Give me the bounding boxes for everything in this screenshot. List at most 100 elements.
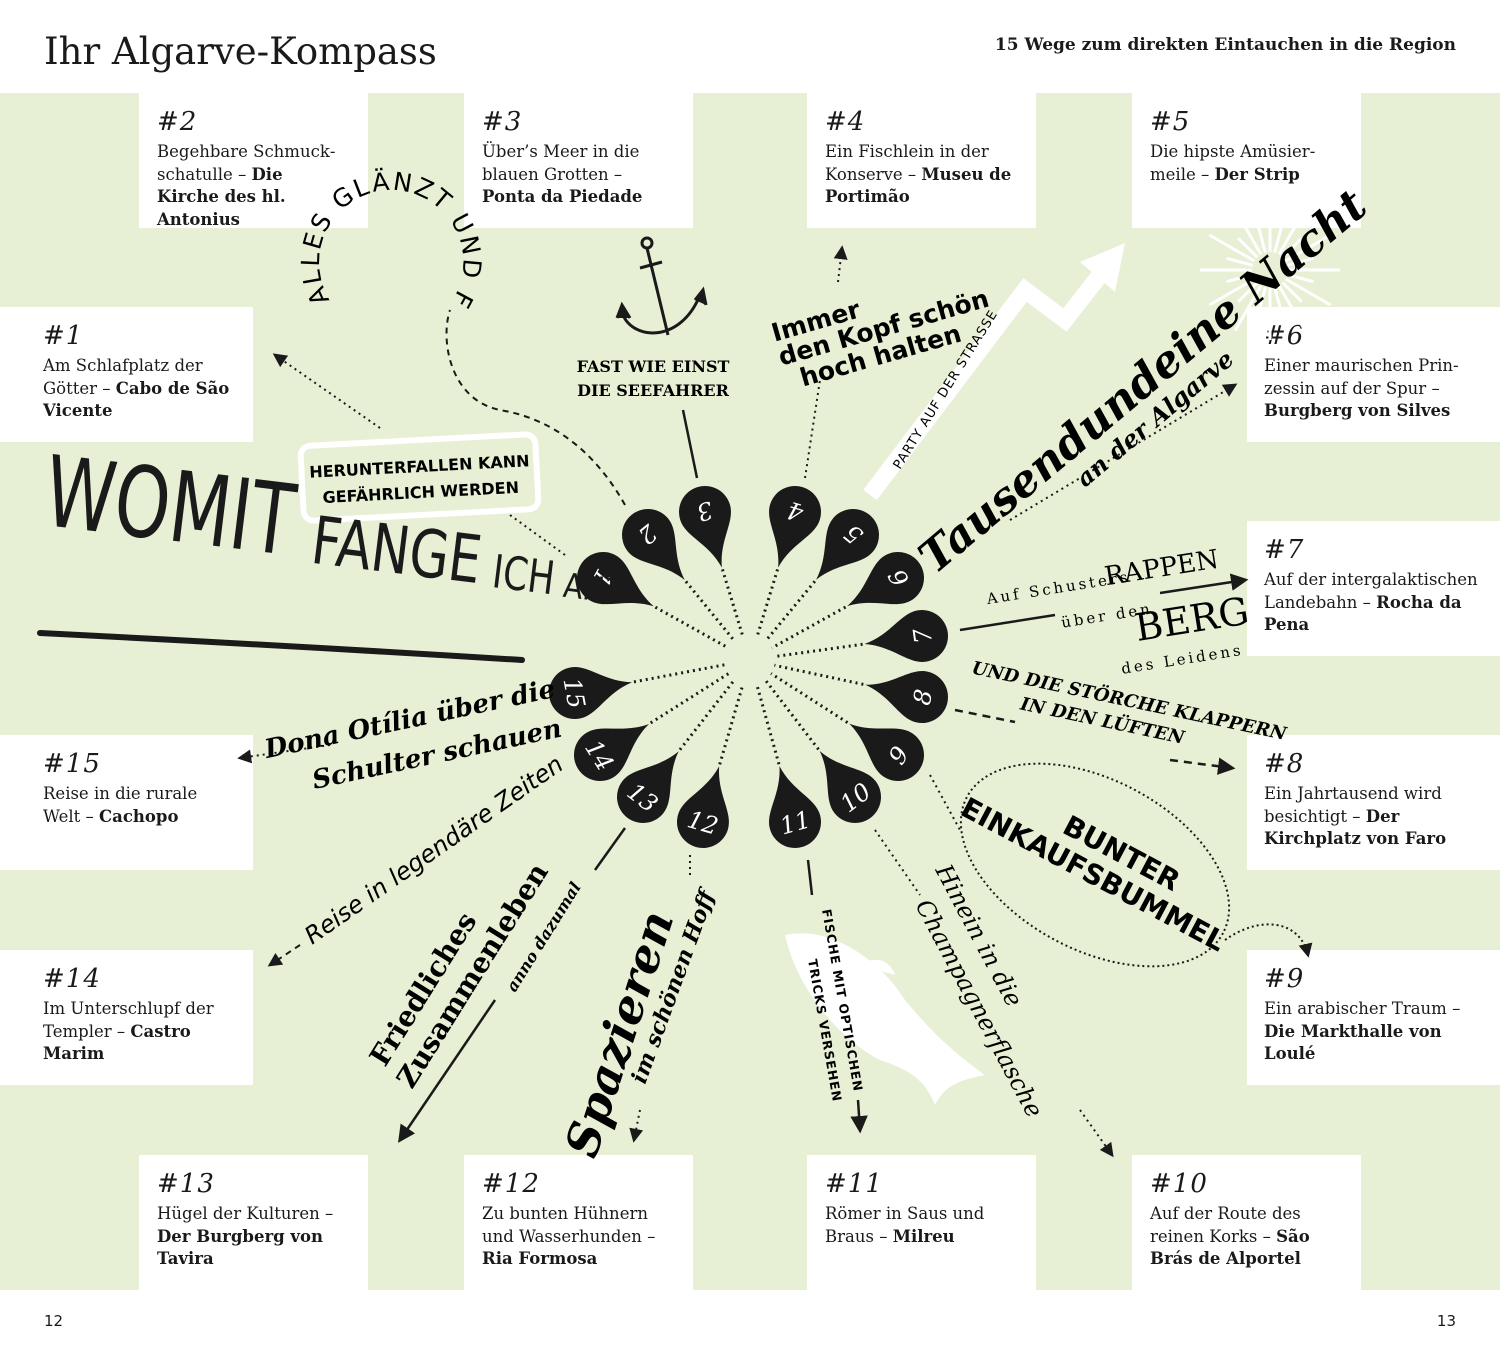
pin-drop-shape bbox=[549, 667, 632, 719]
pin-drop-shape bbox=[864, 610, 948, 662]
pin-12: 12 bbox=[677, 683, 745, 848]
entry-text: Im Unterschlupf der Templer – Castro Mar… bbox=[43, 998, 235, 1066]
pin-dotted-line bbox=[764, 678, 820, 751]
svg-text:ICH: ICH bbox=[490, 544, 558, 605]
entry-text: Auf der Route des reinen Korks – São Brá… bbox=[1150, 1203, 1343, 1271]
pin-13: 13 bbox=[617, 678, 736, 823]
entry-place: São Brás de Alportel bbox=[1150, 1226, 1310, 1269]
entry-description: Ein Jahrtausend wird besichtigt – bbox=[1264, 784, 1442, 826]
line-peace bbox=[593, 827, 627, 871]
entry-place: Die Kirche des hl. Antonius bbox=[157, 164, 286, 229]
entry-number: #8 bbox=[1264, 749, 1305, 779]
pin-11: 11 bbox=[755, 683, 821, 848]
night-label: Tausendundeine Nacht bbox=[909, 180, 1376, 584]
svg-text:WOMIT: WOMIT bbox=[39, 436, 302, 579]
entry-text: Ein arabischer Traum – Die Markthalle vo… bbox=[1264, 998, 1482, 1066]
entry-text: Am Schlafplatz der Götter – Cabo de São … bbox=[43, 355, 235, 423]
pin-number: 4 bbox=[784, 495, 808, 527]
pin-drop-shape bbox=[849, 723, 924, 781]
pin-drop-shape bbox=[816, 509, 879, 580]
entry-number: #3 bbox=[482, 107, 523, 137]
page-number-left: 12 bbox=[44, 1312, 64, 1330]
arrow-to-14 bbox=[267, 944, 301, 967]
entry-description: Die hipste Amüsier­meile – bbox=[1150, 142, 1316, 184]
entry-place: Ponta da Piedade bbox=[482, 187, 643, 206]
entry-number: #11 bbox=[825, 1169, 883, 1199]
shopping-label: BUNTER EINKAUFSBUMMEL bbox=[956, 791, 1231, 958]
arrow-to-8 bbox=[1169, 757, 1236, 775]
entry-number: #4 bbox=[825, 107, 866, 137]
entry-text: Zu bunten Hühnern und Wasserhunden – Ria… bbox=[482, 1203, 675, 1271]
arrow-to-11 bbox=[850, 1099, 868, 1134]
connector-lines bbox=[37, 245, 1313, 1158]
pin-drop-shape bbox=[769, 766, 821, 848]
pin-drop-shape bbox=[622, 509, 685, 580]
pin-dotted-line bbox=[755, 568, 779, 637]
pin-1: 1 bbox=[577, 552, 729, 650]
shopping-ellipse bbox=[959, 762, 1231, 968]
pin-2: 2 bbox=[622, 509, 736, 642]
sailors-label-2: DIE SEEFAHRER bbox=[577, 381, 730, 400]
pin-drop-shape bbox=[677, 766, 729, 848]
line-head bbox=[804, 379, 821, 479]
entry-text: Auf der intergalak­tischen Landebahn – R… bbox=[1264, 569, 1482, 637]
entry-number: #10 bbox=[1150, 1169, 1208, 1199]
entry-place: Der Strip bbox=[1214, 164, 1300, 184]
pin-dotted-line bbox=[755, 683, 781, 765]
entry-description: Auf der Route des reinen Korks – bbox=[1150, 1204, 1301, 1246]
pin-8: 8 bbox=[774, 663, 948, 723]
entry-place: Rocha da Pena bbox=[1264, 592, 1462, 635]
pin-drop-shape bbox=[865, 671, 948, 723]
pin-dotted-line bbox=[764, 580, 817, 642]
entry-place: Castro Marim bbox=[43, 1021, 191, 1064]
entry-description: Über’s Meer in die blauen Grotten – bbox=[482, 142, 640, 184]
line-fish bbox=[806, 859, 814, 896]
pin-dotted-line bbox=[770, 672, 849, 724]
line-shoes-left bbox=[959, 613, 1056, 632]
entry-description: Auf der intergalak­tischen Landebahn – bbox=[1264, 570, 1478, 612]
pin-number: 8 bbox=[908, 687, 939, 708]
pin-3: 3 bbox=[679, 486, 745, 637]
arrow-to-7 bbox=[1159, 573, 1249, 595]
entry-description: Im Unterschlupf der Templer – bbox=[43, 999, 214, 1041]
pin-6: 6 bbox=[771, 552, 924, 650]
pin-10: 10 bbox=[764, 678, 881, 823]
entry-number: #12 bbox=[482, 1169, 540, 1199]
pin-dotted-line bbox=[774, 663, 864, 686]
line-champagne bbox=[874, 829, 921, 896]
entry-text: Hügel der Kulturen – Der Burgberg von Ta… bbox=[157, 1203, 350, 1271]
entry-description: Reise in die rurale Welt – bbox=[43, 784, 198, 826]
entry-number: #13 bbox=[157, 1169, 215, 1199]
line-sailors bbox=[681, 409, 699, 479]
svg-text:FANGE: FANGE bbox=[308, 502, 486, 599]
green-background bbox=[0, 93, 1500, 1290]
headline-underline bbox=[37, 630, 525, 663]
entry-place: Milreu bbox=[892, 1226, 955, 1246]
entry-text: Begehbare Schmuck­schatulle – Die Kirche… bbox=[157, 141, 350, 231]
entry-description: Zu bunten Hühnern und Wasserhunden – bbox=[482, 1204, 656, 1246]
pin-dotted-line bbox=[721, 568, 745, 637]
entry-description: Ein arabischer Traum – bbox=[1264, 999, 1461, 1018]
entry-text: Reise in die rurale Welt – Cachopo bbox=[43, 783, 235, 828]
svg-text:HERUNTERFALLEN KANN: HERUNTERFALLEN KANN bbox=[309, 451, 530, 482]
arrow-to-4 bbox=[833, 245, 848, 283]
line-storks bbox=[954, 708, 1016, 724]
page-number-right: 13 bbox=[1436, 1312, 1456, 1330]
pin-dotted-line bbox=[774, 642, 863, 659]
arrow-to-2 bbox=[445, 309, 626, 506]
entry-place: Cabo de São Vicente bbox=[43, 378, 230, 421]
fish-icon bbox=[785, 933, 985, 1105]
entry-place: Ria Formosa bbox=[482, 1249, 598, 1268]
svg-text:GEFÄHRLICH WERDEN: GEFÄHRLICH WERDEN bbox=[322, 478, 519, 507]
pin-drop-shape bbox=[819, 750, 881, 823]
entry-text: Einer maurischen Prin­zessin auf der Spu… bbox=[1264, 355, 1482, 423]
page-title: Ihr Algarve-Kompass bbox=[44, 30, 437, 73]
zigzag-arrow-icon bbox=[863, 243, 1125, 501]
